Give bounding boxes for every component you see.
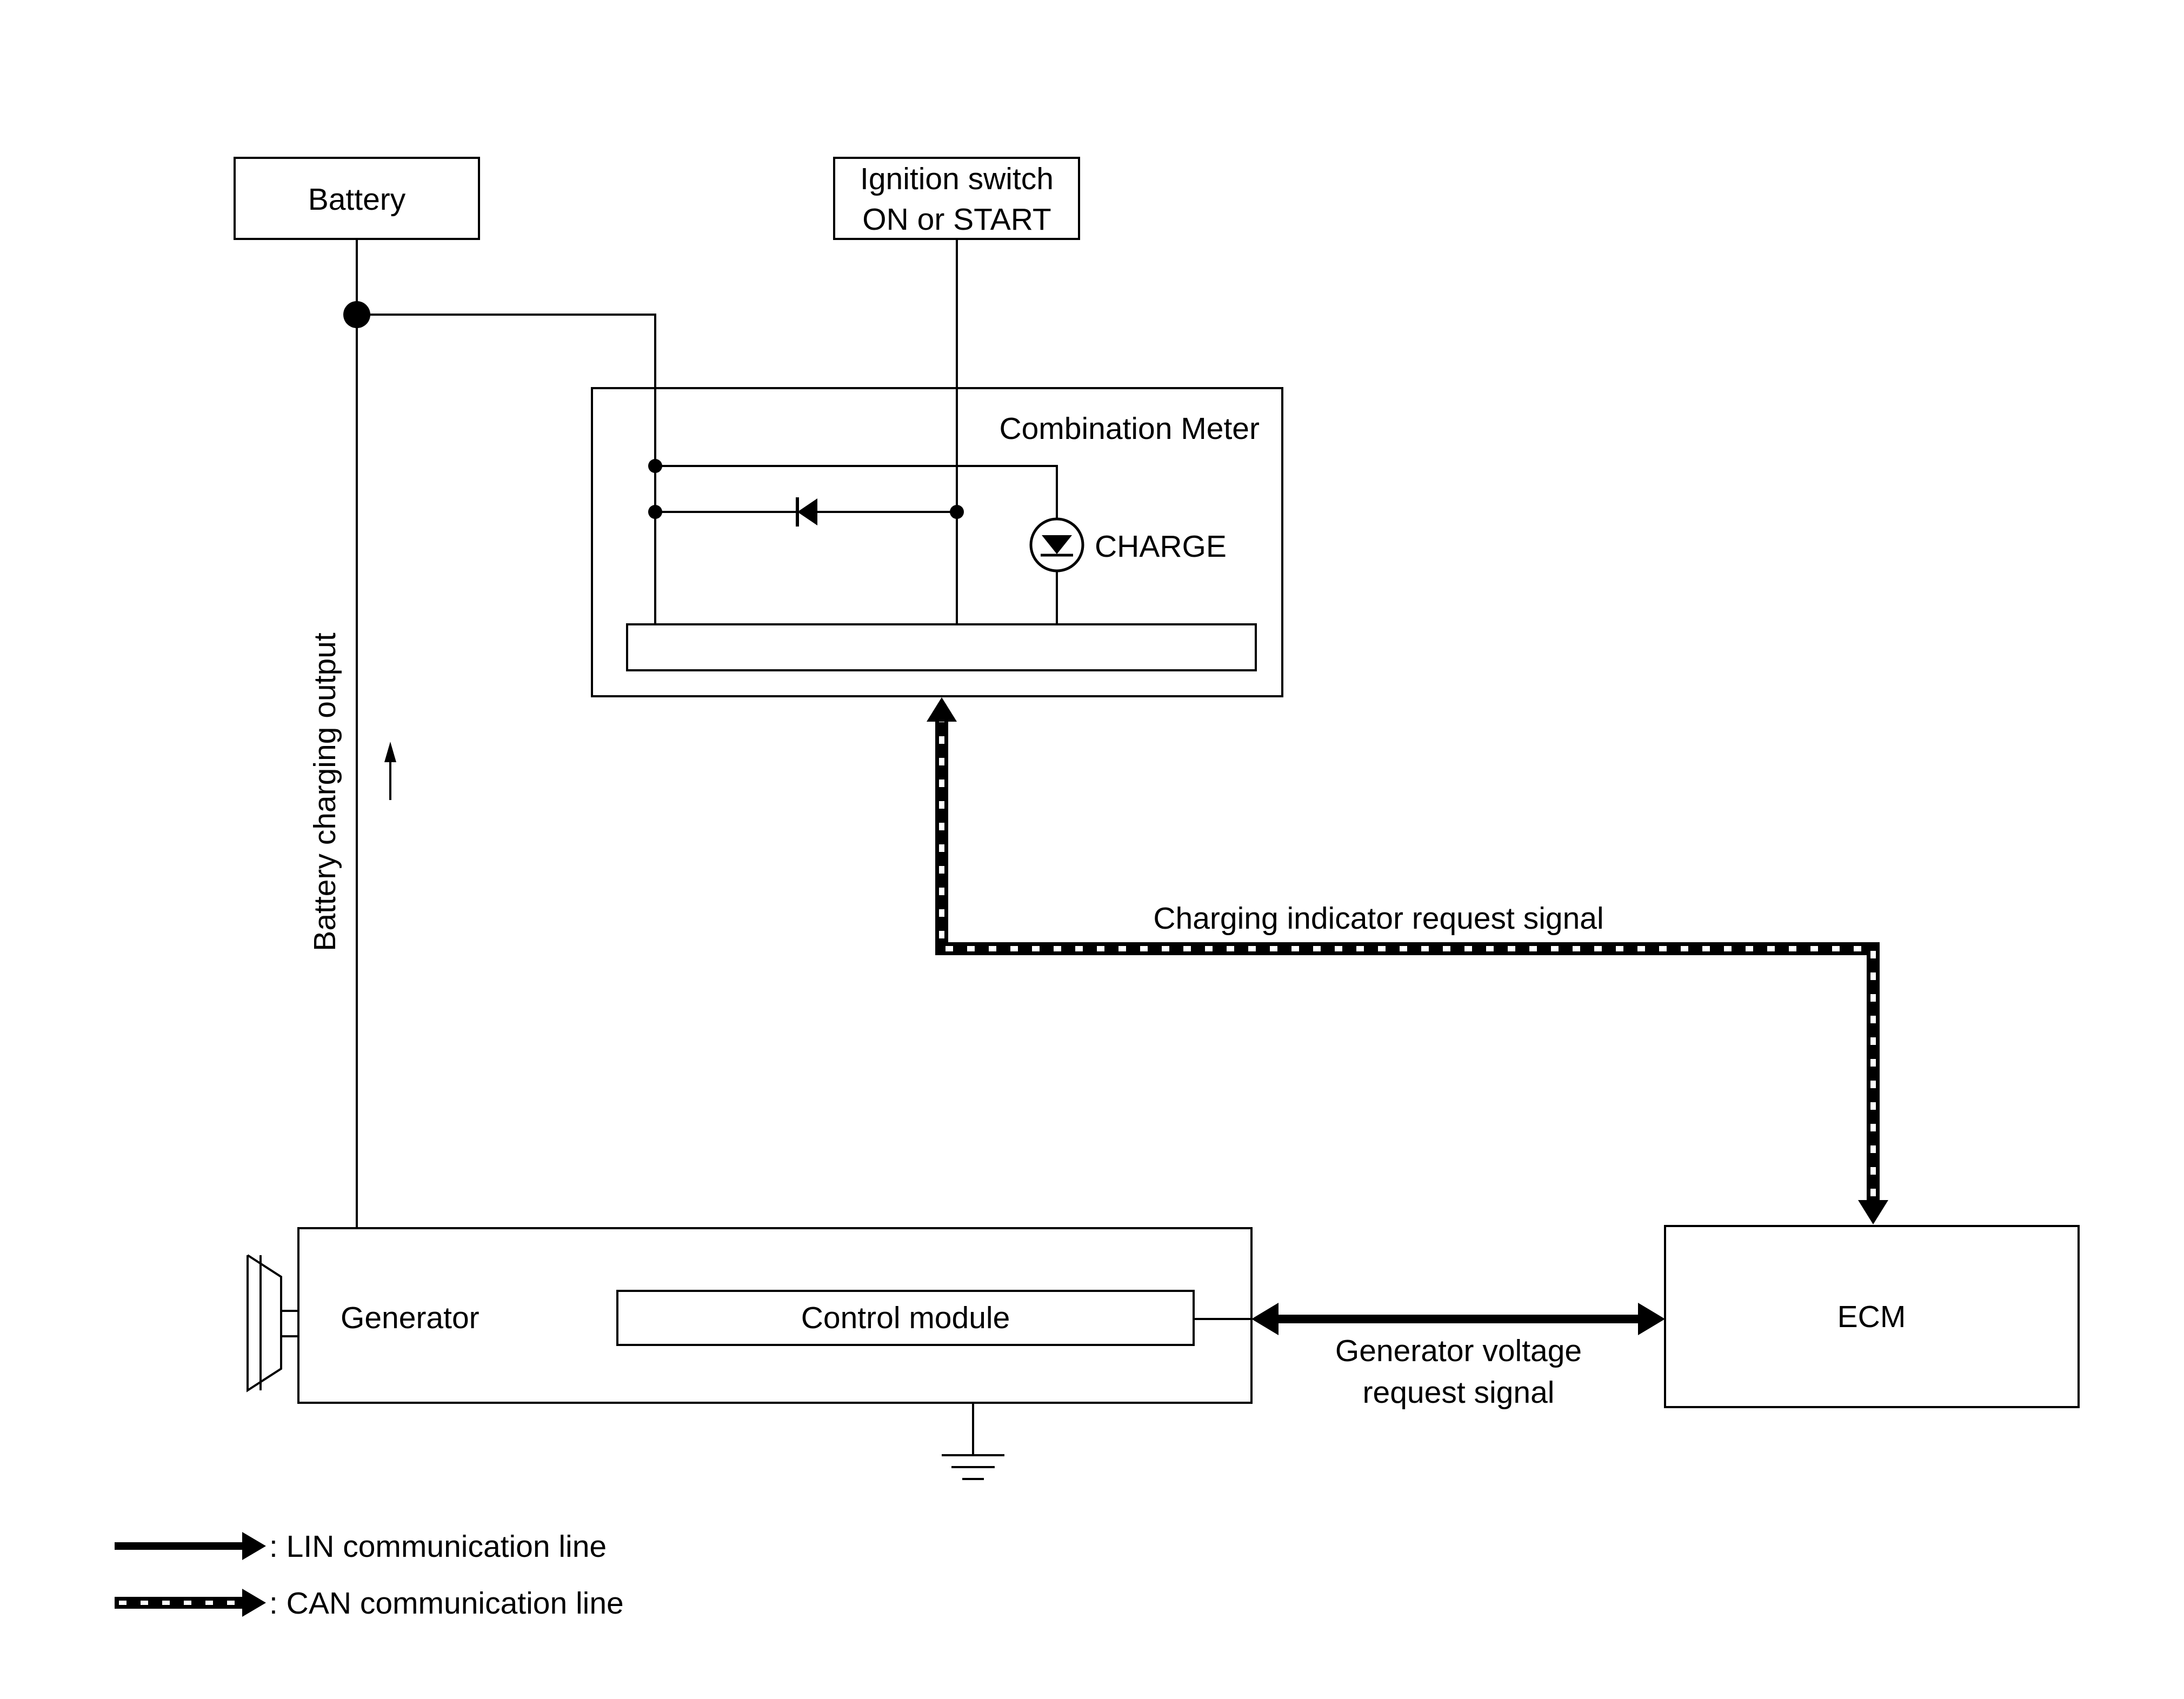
legend-lin-symbol xyxy=(115,1532,266,1560)
arrowhead-icon xyxy=(927,697,957,722)
ecm-label: ECM xyxy=(1837,1300,1906,1334)
arrowhead-icon xyxy=(1858,1200,1888,1224)
lin-line-generator-ecm xyxy=(1251,1303,1665,1335)
ignition-switch-label-line1: Ignition switch xyxy=(860,162,1054,196)
combination-meter-label: Combination Meter xyxy=(999,411,1260,446)
diode-icon xyxy=(796,497,817,527)
control-module-label: Control module xyxy=(801,1301,1010,1335)
output-direction-arrow-icon xyxy=(384,742,396,800)
generator-label: Generator xyxy=(341,1301,480,1335)
arrowhead-icon xyxy=(1638,1303,1665,1335)
battery-block: Battery xyxy=(234,157,480,240)
junction-dot-icon xyxy=(950,505,964,519)
generator-voltage-signal-label-line1: Generator voltage xyxy=(1335,1334,1582,1368)
generator-block: Generator Control module xyxy=(247,1227,1253,1480)
battery-wiring xyxy=(343,239,656,1227)
ignition-switch-label-line2: ON or START xyxy=(862,202,1051,237)
battery-label: Battery xyxy=(308,182,406,217)
junction-dot-icon xyxy=(648,505,662,519)
combination-meter-block: Combination Meter CHARGE xyxy=(591,387,1283,697)
battery-charging-output-label: Battery charging output xyxy=(308,632,342,951)
can-line-meter-ecm xyxy=(927,697,1888,1224)
legend-lin-label: : LIN communication line xyxy=(269,1529,607,1564)
ecm-block: ECM xyxy=(1664,1225,2080,1408)
legend-can-label: : CAN communication line xyxy=(269,1586,624,1621)
meter-connector-bar xyxy=(626,623,1257,671)
charge-lamp-label: CHARGE xyxy=(1095,529,1227,564)
legend: : LIN communication line : CAN communica… xyxy=(115,1529,624,1621)
arrowhead-icon xyxy=(1251,1303,1279,1335)
junction-dot-icon xyxy=(648,459,662,473)
generator-voltage-signal-label-line2: request signal xyxy=(1363,1375,1555,1410)
legend-can-symbol xyxy=(115,1589,266,1617)
charging-indicator-signal-label: Charging indicator request signal xyxy=(1153,901,1603,936)
ground-icon xyxy=(942,1403,1004,1480)
lamp-icon xyxy=(1029,517,1084,572)
pulley-icon xyxy=(247,1254,298,1392)
ignition-switch-block: Ignition switch ON or START xyxy=(833,157,1080,240)
